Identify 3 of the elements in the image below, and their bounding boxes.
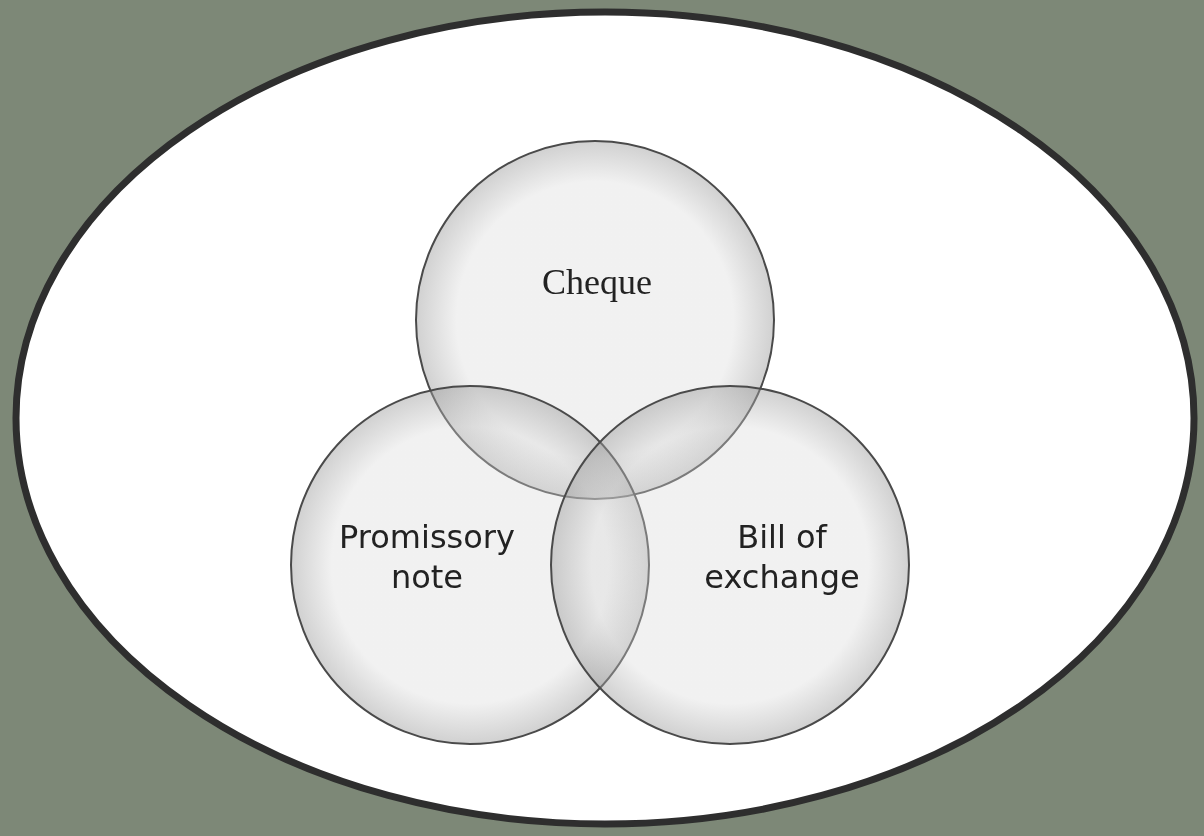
- circle-label: Promissory note: [338, 517, 516, 597]
- circle-label: Bill of exchange: [703, 517, 861, 597]
- circle-label: Cheque: [541, 261, 653, 304]
